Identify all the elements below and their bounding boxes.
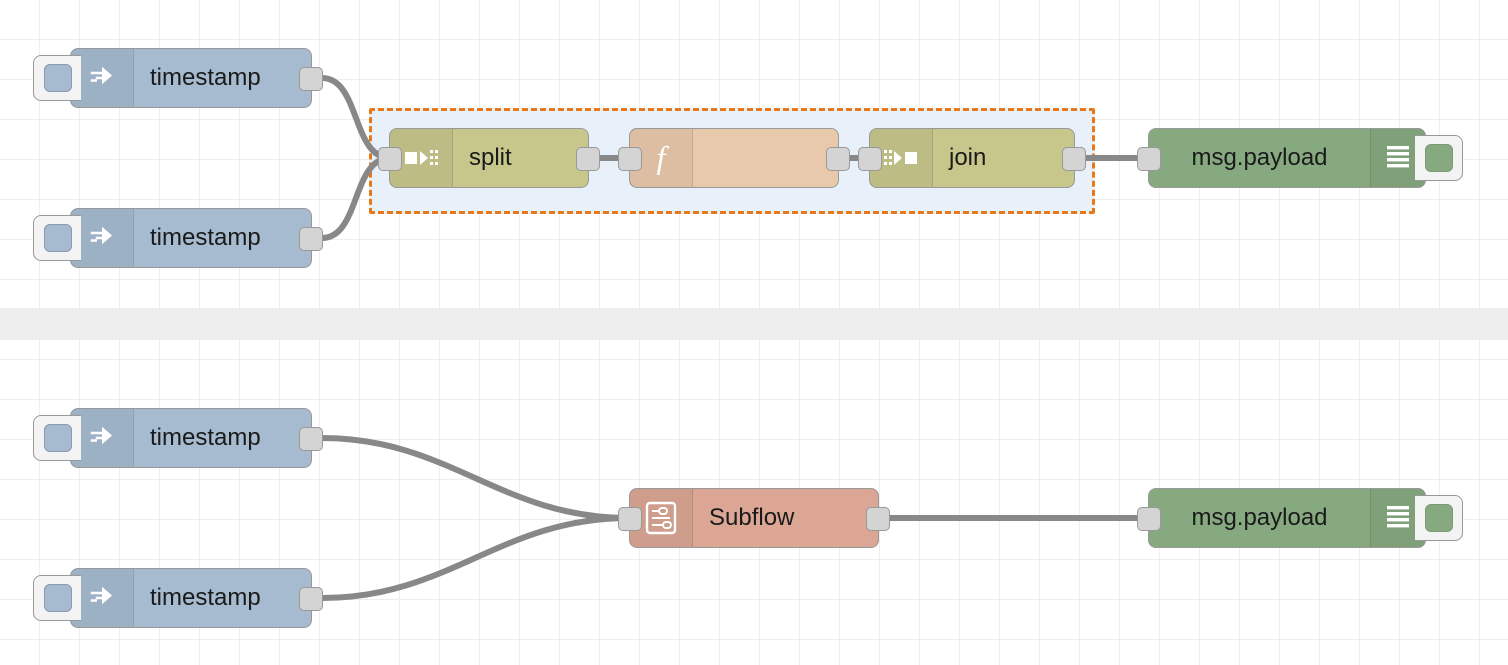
output-port[interactable] (826, 147, 850, 171)
node-label: join (949, 144, 987, 171)
inject-button-knob (43, 424, 72, 452)
input-port[interactable] (1137, 147, 1161, 171)
output-port[interactable] (299, 427, 323, 451)
node-inject-1[interactable]: timestamp (33, 48, 323, 108)
node-label: split (469, 144, 512, 171)
output-port[interactable] (299, 587, 323, 611)
arrow-right-inject-icon (71, 209, 134, 267)
inject-trigger-button[interactable] (33, 575, 81, 621)
node-inject-2[interactable]: timestamp (33, 208, 323, 268)
node-join[interactable]: join (858, 128, 1086, 188)
node-subflow[interactable]: Subflow (618, 488, 890, 548)
arrow-right-inject-icon (71, 409, 134, 467)
arrow-right-inject-icon (71, 49, 134, 107)
debug-button-knob (1424, 144, 1453, 172)
node-inject-3[interactable]: timestamp (33, 408, 323, 468)
node-debug-1[interactable]: msg.payload (1137, 128, 1463, 188)
node-label: msg.payload (1191, 144, 1328, 171)
output-port[interactable] (866, 507, 890, 531)
input-port[interactable] (618, 147, 642, 171)
arrow-right-inject-icon (71, 569, 134, 627)
node-label: timestamp (150, 424, 261, 451)
output-port[interactable] (1062, 147, 1086, 171)
debug-enable-button[interactable] (1415, 135, 1463, 181)
output-port[interactable] (299, 227, 323, 251)
node-split[interactable]: split (378, 128, 600, 188)
flow-tab-separator (0, 308, 1508, 340)
wire-inject4-subflow (319, 515, 632, 601)
node-label: timestamp (150, 224, 261, 251)
input-port[interactable] (618, 507, 642, 531)
output-port[interactable] (299, 67, 323, 91)
node-inject-4[interactable]: timestamp (33, 568, 323, 628)
node-label: timestamp (150, 584, 261, 611)
inject-trigger-button[interactable] (33, 415, 81, 461)
inject-button-knob (43, 64, 72, 92)
node-debug-2[interactable]: msg.payload (1137, 488, 1463, 548)
inject-button-knob (43, 224, 72, 252)
inject-button-knob (43, 584, 72, 612)
node-label: msg.payload (1191, 504, 1328, 531)
svg-text:f: f (657, 141, 670, 175)
input-port[interactable] (858, 147, 882, 171)
node-function[interactable]: f (618, 128, 850, 188)
debug-enable-button[interactable] (1415, 495, 1463, 541)
debug-button-knob (1424, 504, 1453, 532)
input-port[interactable] (378, 147, 402, 171)
inject-trigger-button[interactable] (33, 55, 81, 101)
input-port[interactable] (1137, 507, 1161, 531)
node-label: Subflow (709, 504, 795, 531)
inject-trigger-button[interactable] (33, 215, 81, 261)
node-label: timestamp (150, 64, 261, 91)
output-port[interactable] (576, 147, 600, 171)
wire-inject3-subflow (319, 435, 632, 521)
